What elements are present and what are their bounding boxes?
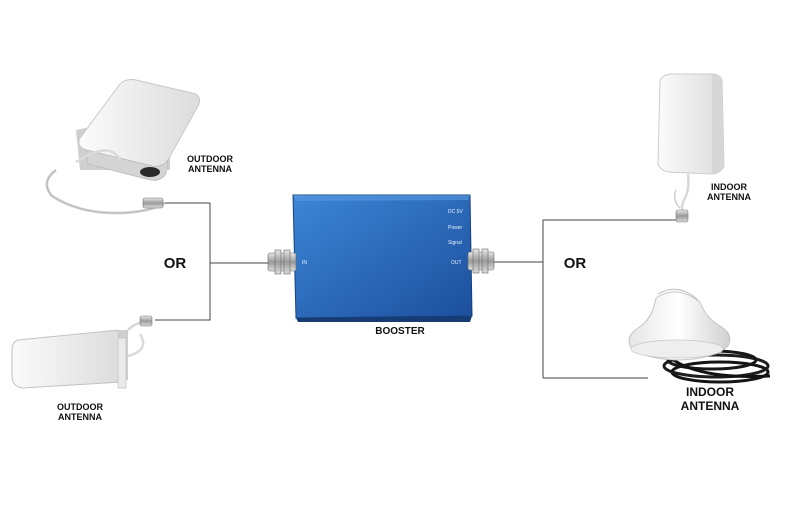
right-top-line bbox=[542, 219, 680, 378]
indoor-dome-antenna bbox=[628, 288, 771, 384]
outdoor-lpda-antenna bbox=[11, 315, 153, 389]
booster-device: DC 5V Power Signal IN OUT bbox=[267, 194, 495, 322]
connection-lines bbox=[155, 202, 680, 379]
indoor-top-line1: INDOOR bbox=[711, 182, 747, 192]
outdoor-antenna-top-label: OUTDOOR ANTENNA bbox=[178, 154, 242, 175]
booster-label: BOOSTER bbox=[375, 326, 425, 337]
indoor-antenna-bottom-label: INDOOR ANTENNA bbox=[660, 385, 760, 414]
booster-signal-text: Signal bbox=[448, 240, 462, 246]
or-right-label: OR bbox=[563, 255, 587, 272]
indoor-bottom-line2: ANTENNA bbox=[680, 398, 740, 413]
left-top-line bbox=[155, 202, 211, 321]
indoor-antenna-top-label: INDOOR ANTENNA bbox=[698, 182, 760, 203]
outdoor-top-line2: ANTENNA bbox=[188, 164, 232, 175]
booster-out-connector bbox=[467, 248, 495, 274]
outdoor-panel-antenna bbox=[45, 79, 201, 215]
booster-power-text: Power bbox=[448, 225, 463, 231]
outdoor-bottom-line1: OUTDOOR bbox=[57, 402, 103, 412]
booster-dc-text: DC 5V bbox=[448, 209, 463, 215]
outdoor-antenna-bottom-label: OUTDOOR ANTENNA bbox=[48, 402, 112, 423]
booster-out-text: OUT bbox=[451, 260, 462, 266]
outdoor-top-line1: OUTDOOR bbox=[187, 154, 233, 164]
booster-in-text: IN bbox=[302, 260, 307, 266]
or-left-label: OR bbox=[163, 255, 187, 272]
indoor-bottom-line1: INDOOR bbox=[686, 385, 734, 399]
indoor-panel-antenna bbox=[657, 73, 725, 223]
indoor-top-line2: ANTENNA bbox=[707, 192, 751, 203]
outdoor-bottom-line2: ANTENNA bbox=[58, 412, 102, 423]
booster-in-connector bbox=[267, 249, 297, 275]
